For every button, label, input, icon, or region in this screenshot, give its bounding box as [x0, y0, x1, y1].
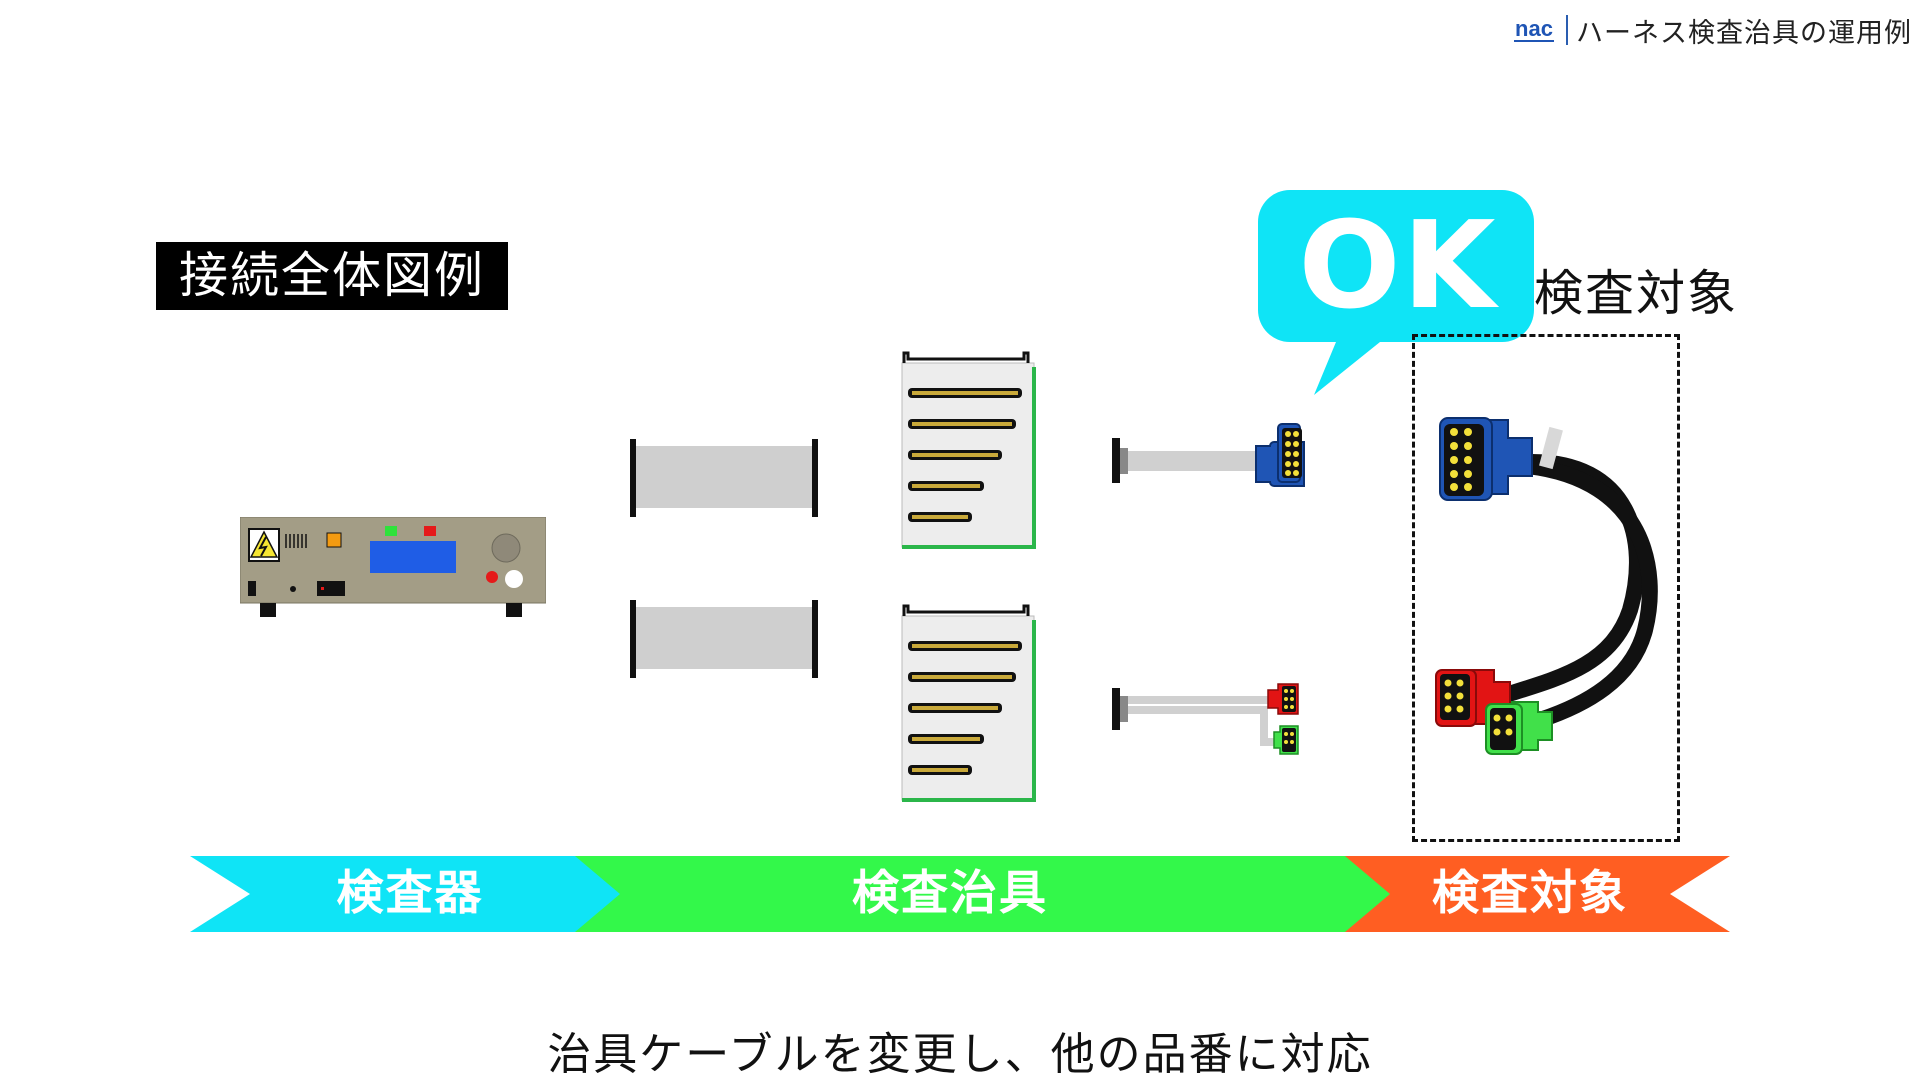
ok-speech-bubble — [1258, 190, 1534, 395]
caption: 治具ケーブルを変更し、他の品番に対応 — [547, 1029, 1373, 1080]
fixture-cable-blue — [1112, 423, 1305, 487]
band-label-fixture: 検査治具 — [852, 866, 1048, 921]
header-separator — [1566, 15, 1568, 45]
band-label-tester: 検査器 — [336, 866, 484, 921]
vent-grille — [285, 534, 307, 548]
band-segment-fixture — [570, 856, 1390, 932]
logo-icon: nac — [1514, 16, 1554, 42]
inspection-target-box — [1412, 334, 1680, 842]
logo-text: nac — [1515, 16, 1553, 41]
band-label-target: 検査対象 — [1432, 866, 1628, 921]
section-label: 接続全体図例 — [156, 242, 508, 310]
wire-harness — [1435, 417, 1658, 755]
tester-device — [240, 517, 546, 617]
ribbon-cable-top — [630, 439, 818, 517]
band-segment-tester — [190, 856, 620, 932]
fixture-cable-red-green — [1112, 683, 1299, 755]
header-title: ハーネス検査治具の運用例 — [1576, 17, 1912, 49]
process-arrow-band — [190, 856, 1730, 932]
ribbon-cable-bottom — [630, 600, 818, 678]
ok-callout-text: OK — [1298, 196, 1498, 336]
fixture-board-bottom — [901, 604, 1036, 802]
high-voltage-warning-icon — [248, 528, 280, 562]
band-segment-target — [1340, 856, 1730, 932]
target-title: 検査対象 — [1534, 265, 1739, 322]
header: nac ハーネス検査治具の運用例 — [1510, 10, 1912, 50]
fixture-board-top — [901, 351, 1036, 549]
